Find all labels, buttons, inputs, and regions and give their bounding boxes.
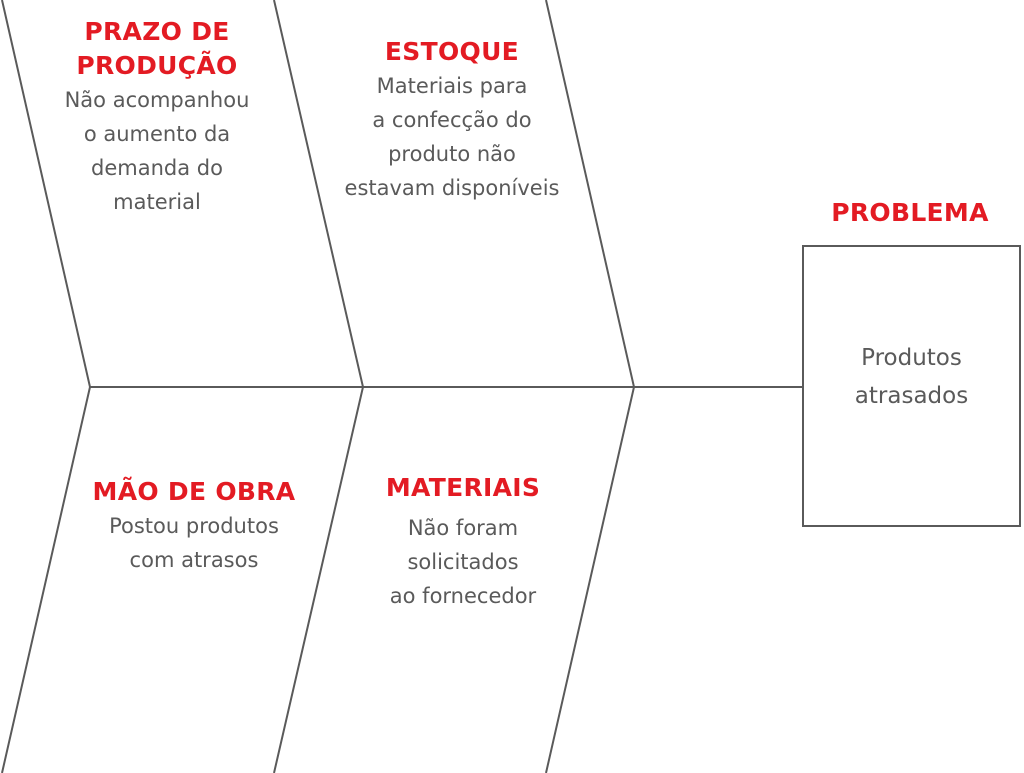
- cause-description: Postou produtos com atrasos: [93, 509, 296, 577]
- cause-title-line: PRODUÇÃO: [76, 51, 238, 80]
- description-line: ao fornecedor: [389, 584, 537, 608]
- bone-3: [545, 0, 636, 773]
- cause-title-line: MÃO DE OBRA: [92, 477, 296, 506]
- bone-2: [273, 0, 365, 773]
- description-line: Não foram: [407, 516, 519, 540]
- cause-title-line: MATERIAIS: [385, 473, 541, 502]
- cause-estoque: ESTOQUE Materiais para a confecção do pr…: [345, 35, 560, 205]
- cause-description: Materiais para a confecção do produto nã…: [345, 69, 560, 205]
- description-line: material: [113, 190, 201, 214]
- description-line: Materiais para: [376, 74, 528, 98]
- cause-title: MATERIAIS: [386, 471, 540, 505]
- problem-text-line: Produtos: [861, 345, 962, 371]
- description-line: produto não: [388, 142, 516, 166]
- cause-title: ESTOQUE: [345, 35, 560, 69]
- cause-mao-de-obra: MÃO DE OBRA Postou produtos com atrasos: [93, 475, 296, 577]
- description-line: com atrasos: [129, 548, 259, 572]
- cause-title-line: ESTOQUE: [384, 37, 520, 66]
- problem-box: Produtos atrasados: [802, 245, 1021, 527]
- description-line: Não acompanhou: [64, 88, 250, 112]
- description-line: Postou produtos: [109, 514, 279, 538]
- cause-description: Não acompanhou o aumento da demanda do m…: [65, 83, 250, 219]
- cause-materiais: MATERIAIS Não foram solicitados ao forne…: [386, 471, 540, 613]
- problem-label: PROBLEMA: [831, 198, 989, 227]
- cause-title-line: PRAZO DE: [84, 17, 230, 46]
- cause-title: PRAZO DE PRODUÇÃO: [65, 15, 250, 83]
- problem-text-line: atrasados: [854, 383, 969, 409]
- description-line: o aumento da: [83, 122, 231, 146]
- cause-title: MÃO DE OBRA: [93, 475, 296, 509]
- cause-prazo-de-producao: PRAZO DE PRODUÇÃO Não acompanhou o aumen…: [65, 15, 250, 219]
- cause-description: Não foram solicitados ao fornecedor: [386, 511, 540, 613]
- problem-text: Produtos atrasados: [804, 339, 1019, 415]
- bone-1: [1, 0, 92, 773]
- description-line: a confecção do: [372, 108, 532, 132]
- description-line: solicitados: [407, 550, 519, 574]
- description-line: demanda do: [91, 156, 223, 180]
- description-line: estavam disponíveis: [344, 176, 560, 200]
